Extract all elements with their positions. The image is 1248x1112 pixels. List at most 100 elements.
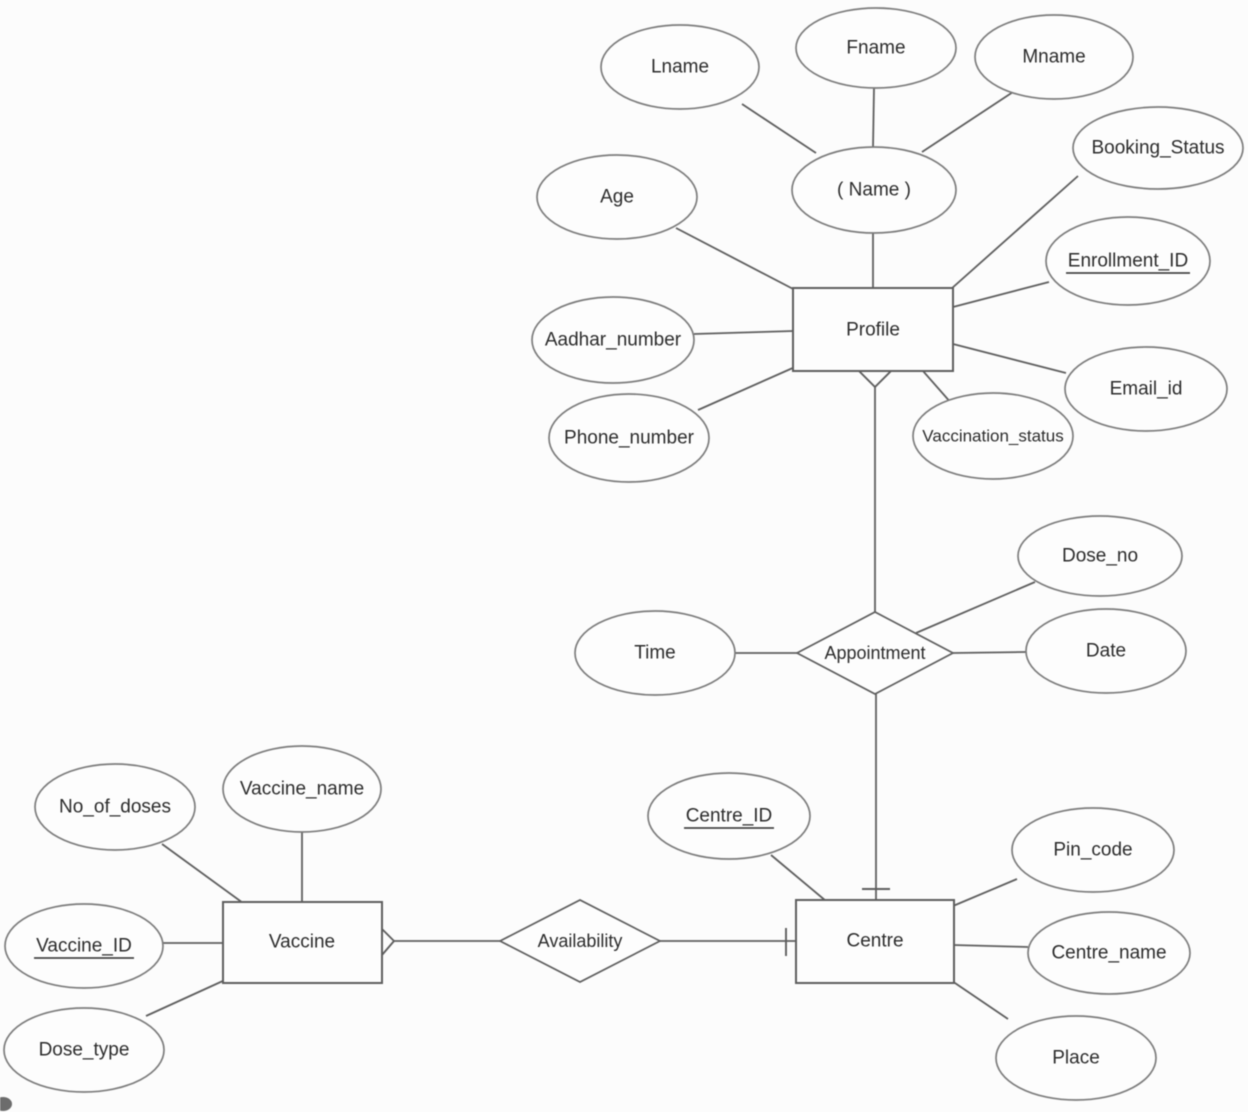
attribute-dose-no: Dose_no [1017, 515, 1183, 597]
connector-aadhar-profile [693, 330, 794, 335]
attribute-age: Age [536, 154, 698, 240]
attribute-pin-code: Pin_code [1011, 807, 1175, 893]
attribute-ellipse [647, 772, 811, 860]
attribute-no-of-doses: No_of_doses [34, 763, 196, 851]
key-attribute-label: Vaccine_ID [36, 936, 132, 957]
attribute-centre-id: Centre_ID [647, 772, 811, 860]
connector-doseno-appointment [915, 581, 1036, 634]
attribute-vaccination-status: Vaccination_status [912, 392, 1074, 480]
attribute-label: Date [1086, 641, 1126, 662]
connector-dosetype-vaccine [145, 979, 226, 1017]
crow-foot-many-icon [381, 928, 395, 956]
attribute-label: Phone_number [564, 428, 695, 449]
attribute-label: ( Name ) [837, 180, 911, 201]
entity-box [792, 287, 954, 372]
attribute-fname: Fname [795, 7, 957, 89]
entity-label: Vaccine [269, 932, 335, 953]
attribute-label: Mname [1022, 47, 1085, 68]
relationship-appointment: Appointment [795, 611, 955, 695]
relationship-label: Appointment [824, 643, 925, 663]
entity-profile: Profile [792, 287, 954, 372]
connector-pincode-centre [952, 878, 1018, 907]
connector-centreid-centre [770, 854, 827, 902]
attribute-place: Place [995, 1015, 1157, 1101]
attribute-label: Aadhar_number [545, 330, 682, 351]
connector-centrename-centre [952, 944, 1029, 948]
entity-label: Centre [846, 931, 903, 952]
entity-centre: Centre [795, 899, 955, 984]
entity-box [222, 901, 383, 984]
attribute-ellipse [1045, 216, 1211, 306]
attribute-email-id: Email_id [1064, 346, 1228, 432]
attribute-lname: Lname [600, 24, 760, 110]
attribute-enrollment-id: Enrollment_ID [1045, 216, 1211, 306]
attribute-ellipse [1072, 106, 1244, 190]
node-layer: Lname Fname Mname ( Name ) Age Booking_S… [3, 7, 1244, 1101]
attribute-ellipse [1017, 515, 1183, 597]
attribute-phone-number: Phone_number [548, 393, 710, 483]
crow-foot-prong [874, 370, 892, 388]
attribute-ellipse [600, 24, 760, 110]
connector-email-profile [952, 343, 1067, 374]
attribute-label: Email_id [1110, 379, 1183, 400]
entity-vaccine: Vaccine [222, 901, 383, 984]
attribute-label: Dose_type [39, 1040, 130, 1061]
attribute-ellipse [791, 146, 957, 234]
connector-vaccstatus-profile [922, 370, 953, 405]
attribute-ellipse [4, 903, 164, 989]
attribute-label: Age [600, 187, 634, 208]
crow-foot-prong [858, 370, 876, 388]
attribute-mname: Mname [974, 14, 1134, 100]
attribute-label: Vaccine_name [240, 779, 364, 800]
attribute-label: Place [1052, 1048, 1100, 1069]
entity-label: Profile [846, 320, 900, 341]
attribute-label: No_of_doses [59, 797, 171, 818]
attribute-ellipse [531, 296, 695, 384]
connector-age-profile [675, 227, 798, 292]
attribute-ellipse [995, 1015, 1157, 1101]
relationship-diamond [498, 899, 662, 983]
attribute-vaccine-name: Vaccine_name [222, 745, 382, 833]
attribute-label: Vaccination_status [922, 427, 1063, 446]
relationship-label: Availability [538, 931, 623, 951]
attribute-ellipse [912, 392, 1074, 480]
connector-booking-profile [950, 175, 1079, 290]
connector-enrollment-profile [952, 281, 1050, 308]
attribute-booking-status: Booking_Status [1072, 106, 1244, 190]
crow-foot-prong [381, 940, 395, 956]
attribute-vaccine-id: Vaccine_ID [4, 903, 164, 989]
attribute-label: Time [634, 643, 676, 664]
attribute-label: Booking_Status [1091, 138, 1224, 159]
attribute-ellipse [536, 154, 698, 240]
attribute-date: Date [1025, 608, 1187, 694]
attribute-aadhar-number: Aadhar_number [531, 296, 695, 384]
connector-place-centre [951, 980, 1009, 1020]
attribute-ellipse [1027, 911, 1191, 995]
connector-fname-name [872, 87, 875, 149]
attribute-label: Lname [651, 57, 709, 78]
entity-box [795, 899, 955, 984]
relationship-availability: Availability [498, 899, 662, 983]
connector-lname-name [741, 103, 817, 154]
attribute-ellipse [974, 14, 1134, 100]
key-attribute-label: Centre_ID [686, 806, 773, 827]
connector-mname-name [921, 91, 1014, 153]
attribute-ellipse [795, 7, 957, 89]
key-attribute-label: Enrollment_ID [1068, 251, 1188, 272]
attribute-ellipse [1064, 346, 1228, 432]
attribute-ellipse [1011, 807, 1175, 893]
crow-foot-prong [381, 928, 395, 942]
attribute-label: Dose_no [1062, 546, 1138, 567]
connector-date-appointment [952, 651, 1027, 654]
attribute-dose-type: Dose_type [3, 1007, 165, 1093]
attribute-ellipse [34, 763, 196, 851]
attribute-ellipse [222, 745, 382, 833]
attribute-ellipse [3, 1007, 165, 1093]
crow-foot-many-icon [858, 370, 892, 388]
scan-smudge [0, 1097, 12, 1111]
connector-layer [145, 87, 1079, 1020]
attribute-label: Fname [846, 38, 905, 59]
connector-nodoses-vaccine [161, 843, 244, 904]
